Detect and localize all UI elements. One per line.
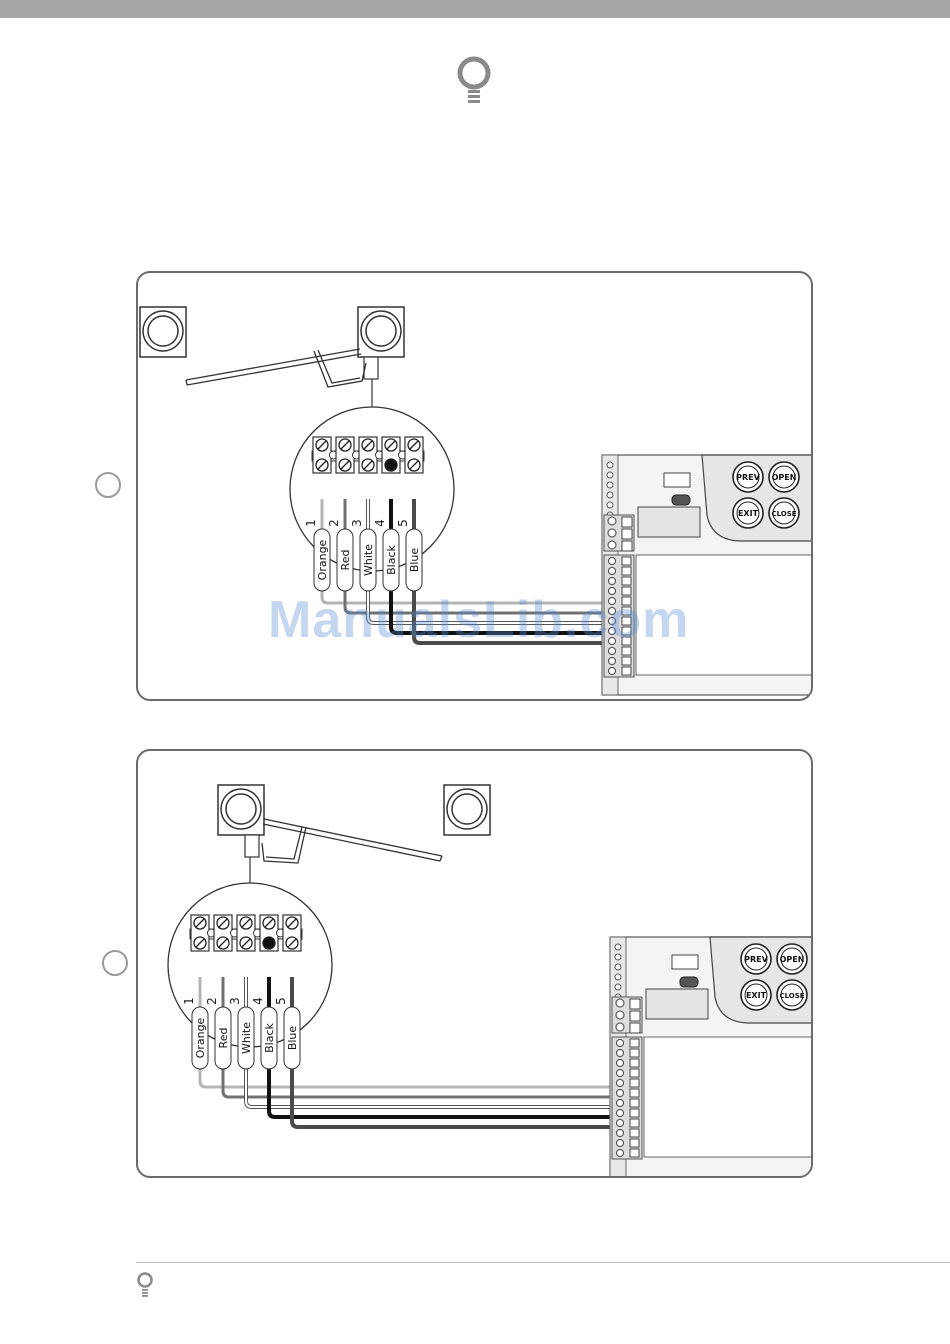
terminal-number: 2	[205, 997, 219, 1005]
terminal-number: 5	[274, 997, 288, 1005]
terminal-number: 1	[304, 519, 318, 527]
gate-arm	[186, 349, 366, 387]
terminal-number: 1	[182, 997, 196, 1005]
terminal-number: 5	[396, 519, 410, 527]
board-button-label: CLOSE	[771, 510, 796, 518]
wire-label: White	[240, 1022, 253, 1054]
wire-red	[223, 977, 616, 1097]
control-board: PREV OPEN EXIT CLOSE	[602, 455, 813, 695]
control-board: PREV OPEN EXIT CLOSE	[610, 937, 813, 1177]
board-button-label: PREV	[744, 955, 768, 964]
board-button-label: EXIT	[738, 509, 759, 518]
lightbulb-icon	[136, 1272, 154, 1300]
watermark: ManualsLib.com	[268, 590, 689, 650]
motor-housing-icon	[444, 785, 490, 835]
wire-label: Orange	[316, 539, 329, 580]
terminal-block	[312, 437, 424, 473]
motor-housing-icon	[140, 307, 186, 357]
terminal-number: 2	[327, 519, 341, 527]
board-button-label: CLOSE	[779, 992, 804, 1000]
wire-label: White	[362, 544, 375, 576]
terminal-number: 3	[350, 519, 364, 527]
board-button-label: PREV	[736, 473, 760, 482]
terminal-block	[190, 915, 302, 951]
footer-divider	[136, 1262, 950, 1263]
wire-label: Black	[385, 544, 398, 574]
step-circle-icon	[95, 472, 121, 498]
wire-label: Orange	[194, 1017, 207, 1058]
wire-label: Blue	[286, 1026, 299, 1051]
terminal-number: 4	[373, 519, 387, 527]
gate-arm	[262, 819, 442, 863]
terminal-number: 3	[228, 997, 242, 1005]
wire-blue	[292, 977, 616, 1127]
terminal-number: 4	[251, 997, 265, 1005]
lightbulb-icon	[454, 56, 494, 108]
board-button-label: EXIT	[746, 991, 767, 1000]
wire-label: Red	[339, 550, 352, 571]
wire-label: Black	[263, 1022, 276, 1052]
wire-label: Blue	[408, 548, 421, 573]
board-button-label: OPEN	[780, 955, 805, 964]
board-button-label: OPEN	[772, 473, 797, 482]
step-circle-icon	[102, 950, 128, 976]
motor-housing-icon	[218, 785, 264, 857]
wire-label: Red	[217, 1028, 230, 1049]
top-bar	[0, 0, 950, 18]
